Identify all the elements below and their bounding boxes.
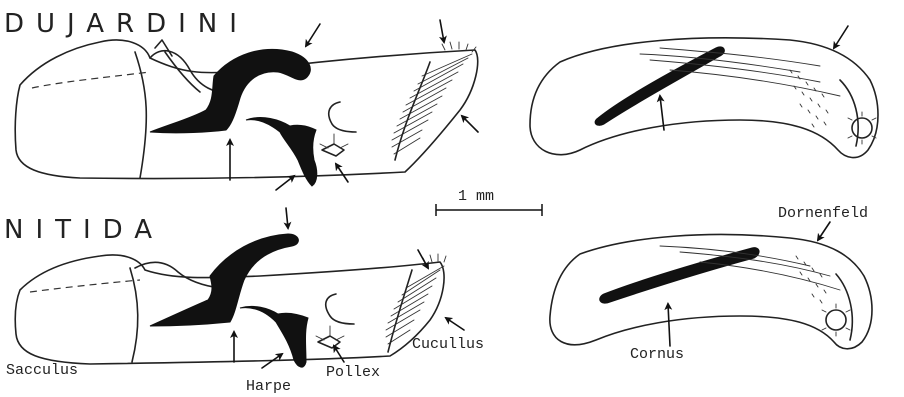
nitida-dornenfeld-dots — [796, 256, 826, 303]
dujardini-valva — [15, 40, 478, 186]
label-harpe: Harpe — [246, 378, 291, 395]
scale-bar-label: 1 mm — [458, 188, 494, 205]
dujardini-aedeagus — [530, 38, 878, 158]
label-pollex: Pollex — [326, 364, 380, 381]
dujardini-valva-arrows — [230, 20, 478, 190]
nitida-valva — [15, 234, 446, 367]
scale-bar: 1 mm — [436, 188, 542, 216]
nitida-aedeagus — [550, 235, 872, 349]
label-cornus: Cornus — [630, 346, 684, 363]
dujardini-dornenfeld-dots — [790, 70, 828, 127]
species-title-dujardini: DUJARDINI — [4, 9, 249, 39]
species-title-nitida: NITIDA — [4, 215, 164, 245]
label-cucullus: Cucullus — [412, 336, 484, 353]
label-sacculus: Sacculus — [6, 362, 78, 379]
dujardini-aedeagus-arrows — [660, 26, 848, 130]
label-dornenfeld: Dornenfeld — [778, 205, 868, 222]
